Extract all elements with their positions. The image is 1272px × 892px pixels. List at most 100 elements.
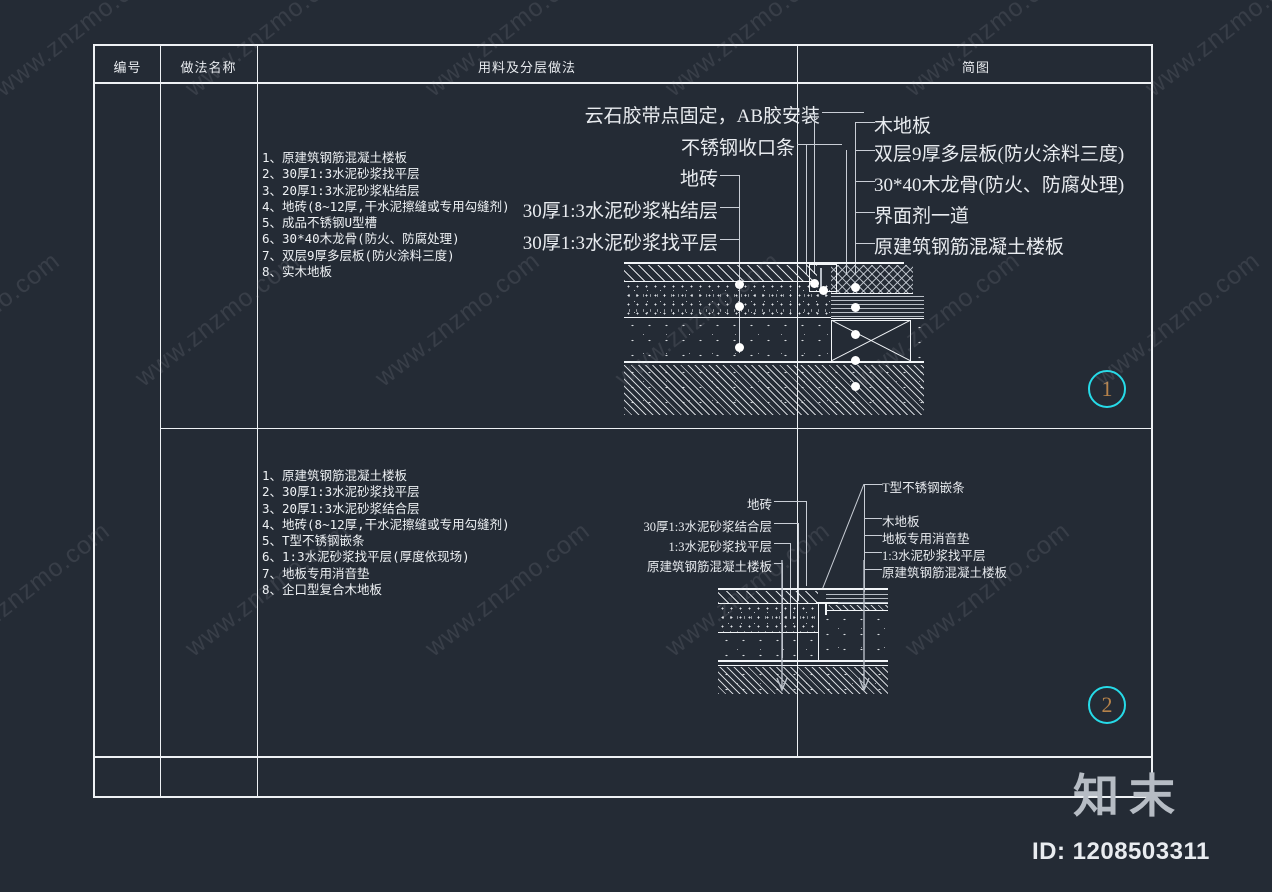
detail-drawing-1	[624, 262, 924, 417]
leader-line	[814, 112, 815, 274]
leader-line	[790, 543, 791, 619]
column-divider-1	[160, 46, 161, 796]
node-dot	[819, 286, 828, 295]
leader-line	[774, 501, 807, 502]
mortar-bonding-bottom	[624, 317, 831, 318]
spec-item: 5、成品不锈钢U型槽	[262, 215, 378, 231]
tile-layer-hatch-2	[718, 591, 818, 603]
leader-line	[720, 239, 740, 240]
mortar-leveling-layer-2	[718, 633, 818, 660]
callout-right-2-3: 1:3水泥砂浆找平层	[882, 549, 986, 563]
header-no: 编号	[113, 60, 142, 75]
t-profile-stem	[825, 603, 827, 615]
mortar-bonding-layer-2	[718, 604, 818, 632]
leader-line	[864, 484, 865, 592]
wood-floor-layer-2	[826, 591, 888, 603]
watermark: www.znzmo.com	[0, 246, 66, 393]
leader-line	[822, 112, 864, 113]
watermark: www.znzmo.com	[1140, 0, 1272, 103]
callout-right-1-1: 双层9厚多层板(防火涂料三度)	[874, 144, 1125, 165]
spec-item: 3、20厚1:3水泥砂浆结合层	[262, 500, 420, 516]
callout-right-2-1: 木地板	[882, 515, 920, 529]
leader-line	[864, 569, 882, 570]
detail-drawing-2	[718, 588, 888, 694]
joist-box-left	[831, 320, 832, 361]
header-bottom-rule	[95, 82, 1151, 84]
arrow-leaders-2	[776, 560, 870, 692]
leader-line	[855, 212, 875, 213]
callout-right-1-2: 30*40木龙骨(防火、防腐处理)	[874, 175, 1125, 196]
spec-item: 7、双层9厚多层板(防火涂料三度)	[262, 247, 455, 263]
leader-line	[855, 150, 875, 151]
spec-item: 7、地板专用消音垫	[262, 565, 370, 581]
drawing-id: ID: 1208503311	[1032, 838, 1210, 865]
slab-top-rule	[624, 361, 924, 363]
header-name: 做法名称	[180, 60, 237, 75]
detail-marker-label: 1	[1101, 376, 1113, 401]
u-channel-outline-right	[836, 264, 837, 292]
node-dot	[735, 280, 744, 289]
callout-left-2-2: 1:3水泥砂浆找平层	[668, 540, 772, 554]
leader-line	[774, 523, 799, 524]
node-dot	[851, 330, 860, 339]
mortar-leveling-layer	[624, 318, 831, 361]
spec-item: 6、30*40木龙骨(防火、防腐处理)	[262, 231, 460, 247]
callout-left-2-3: 原建筑钢筋混凝土楼板	[646, 560, 772, 574]
t-bar-leader	[821, 484, 865, 590]
node-dot	[810, 279, 819, 288]
mortar-bonding-layer	[624, 282, 831, 317]
callout-right-1-3: 界面剂一道	[874, 206, 970, 227]
callout-left-1-4: 30厚1:3水泥砂浆找平层	[522, 233, 718, 254]
site-logo: 知末	[1073, 770, 1185, 822]
tile-layer-bottom-2	[718, 603, 818, 604]
u-channel-outline-top	[809, 264, 837, 265]
leader-line	[864, 518, 882, 519]
leader-line	[774, 543, 791, 544]
detail-marker-1[interactable]: 1	[1088, 370, 1126, 408]
joist-box-top	[831, 320, 911, 321]
spec-item: 8、实木地板	[262, 264, 333, 280]
slab-top-rule-2	[718, 660, 888, 662]
spec-item: 2、30厚1:3水泥砂浆找平层	[262, 166, 420, 182]
callout-right-1-0: 木地板	[874, 116, 932, 137]
callout-left-1-3: 30厚1:3水泥砂浆粘结层	[522, 201, 718, 222]
detail-marker-2[interactable]: 2	[1088, 686, 1126, 724]
callout-left-1-1: 不锈钢收口条	[680, 138, 795, 159]
node-dot	[735, 343, 744, 352]
section2-top-rule	[718, 588, 888, 590]
node-dot	[851, 283, 860, 292]
header-diag: 简图	[961, 60, 990, 75]
spec-item: 6、1:3水泥砂浆找平层(厚度依现场)	[262, 549, 470, 565]
spec-item: 1、原建筑钢筋混凝土楼板	[262, 150, 408, 165]
callout-left-1-0: 云石胶带点固定，AB胶安装	[584, 106, 820, 127]
leader-line	[864, 535, 882, 536]
mortar-bonding-bottom-2	[718, 632, 818, 633]
callout-right-2-4: 原建筑钢筋混凝土楼板	[882, 566, 1008, 580]
callout-left-1-2: 地砖	[679, 169, 718, 190]
u-channel-web	[820, 268, 822, 288]
column-divider-2	[257, 46, 258, 796]
leader-line	[855, 181, 875, 182]
joint-vertical-2	[818, 604, 819, 660]
node-dot	[735, 302, 744, 311]
leader-line	[720, 207, 740, 208]
acoustic-underlay-2	[826, 605, 888, 610]
node-dot	[851, 356, 860, 365]
t-profile-horizontal	[816, 602, 838, 604]
leader-line	[806, 501, 807, 586]
spec-item: 3、20厚1:3水泥砂浆粘结层	[262, 182, 420, 198]
node-dot	[851, 382, 860, 391]
footer-band-rule	[95, 756, 1151, 758]
callout-left-2-1: 30厚1:3水泥砂浆结合层	[643, 520, 772, 534]
leader-line	[806, 144, 807, 274]
spec-item: 4、地砖(8~12厚,干水泥擦缝或专用勾缝剂)	[262, 198, 510, 214]
spec-list-row-2: 1、原建筑钢筋混凝土楼板 2、30厚1:3水泥砂浆找平层 3、20厚1:3水泥砂…	[262, 468, 510, 598]
spec-item: 4、地砖(8~12厚,干水泥擦缝或专用勾缝剂)	[262, 516, 510, 532]
callout-right-1-4: 原建筑钢筋混凝土楼板	[874, 237, 1065, 258]
leader-line	[720, 175, 740, 176]
spec-list-row-1: 1、原建筑钢筋混凝土楼板 2、30厚1:3水泥砂浆找平层 3、20厚1:3水泥砂…	[262, 150, 510, 280]
wood-floor-rule-2	[826, 603, 888, 604]
detail-marker-label: 2	[1101, 692, 1113, 717]
acoustic-underlay-rule-2	[826, 610, 888, 611]
joist-cross-mark	[831, 320, 911, 361]
